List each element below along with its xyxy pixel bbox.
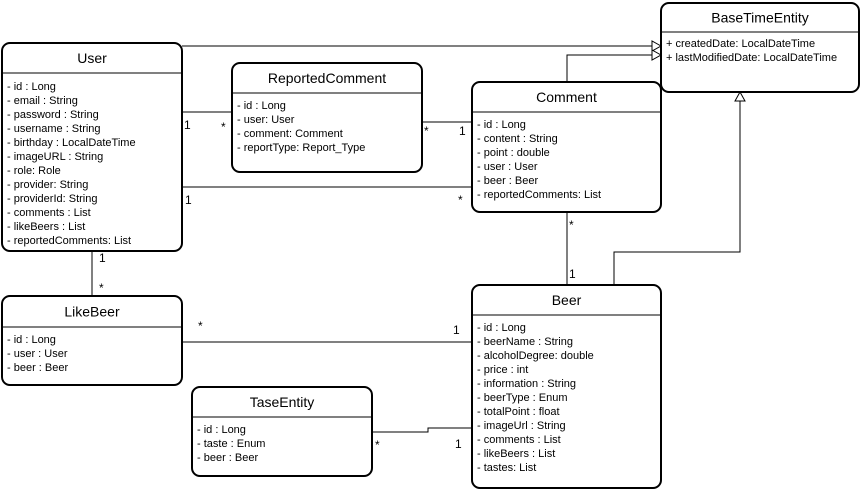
class-attribute: - comments : List <box>477 434 561 446</box>
class-attribute: - birthday : LocalDateTime <box>7 137 136 149</box>
class-attribute: - comments : List <box>7 207 91 219</box>
class-attribute: - user: User <box>237 114 295 126</box>
beer-inherits-base-edge <box>613 101 741 285</box>
taseentity-beer-edge <box>372 427 472 433</box>
class-name: User <box>77 50 107 66</box>
mult-likebeer-beer-one: 1 <box>453 323 460 337</box>
class-attribute: - taste : Enum <box>197 438 265 450</box>
class-attribute: - comment: Comment <box>237 128 343 140</box>
mult-user-reported-one: 1 <box>184 118 191 132</box>
class-attribute: - username : String <box>7 123 101 135</box>
class-attribute: - imageURL : String <box>7 151 103 163</box>
class-attribute: - provider: String <box>7 179 88 191</box>
class-taseentity[interactable]: TaseEntity - id : Long - taste : Enum - bee… <box>191 386 373 477</box>
mult-tase-beer-one: 1 <box>455 437 462 451</box>
class-attribute: - user : User <box>7 348 68 360</box>
mult-user-reported-many: * <box>221 120 226 134</box>
class-attribute: - role: Role <box>7 165 61 177</box>
beer-inherits-arrowhead <box>734 90 746 102</box>
class-box-outline <box>1 295 183 386</box>
mult-user-likebeer-many: * <box>99 281 104 295</box>
class-name: TaseEntity <box>250 394 315 410</box>
class-attribute: - likeBeers : List <box>477 448 555 460</box>
comment-inherits-base-edge <box>566 54 652 82</box>
class-attribute: - id : Long <box>477 119 526 131</box>
class-name: Beer <box>552 292 582 308</box>
class-attribute: - reportedComments: List <box>477 189 601 201</box>
class-likebeer[interactable]: LikeBeer - id : Long - user : User - beer :… <box>1 295 183 386</box>
class-box-outline <box>471 81 662 213</box>
class-attribute: - beer : Beer <box>197 452 258 464</box>
class-attribute: - providerId: String <box>7 193 97 205</box>
class-attribute: - totalPoint : float <box>477 406 560 418</box>
class-name: BaseTimeEntity <box>711 10 809 26</box>
class-attribute: - alcoholDegree: double <box>477 350 594 362</box>
class-attribute: - id : Long <box>7 334 56 346</box>
mult-reported-comment-many: * <box>424 124 429 138</box>
class-attribute: - tastes: List <box>477 462 536 474</box>
class-attribute: - likeBeers : List <box>7 221 85 233</box>
class-attribute: - reportedComments: List <box>7 235 131 247</box>
mult-reported-comment-one: 1 <box>459 124 466 138</box>
edges <box>91 40 746 433</box>
class-box-outline <box>231 62 423 173</box>
class-attribute: - reportType: Report_Type <box>237 142 365 154</box>
class-attribute: - beerName : String <box>477 336 573 348</box>
class-name: Comment <box>536 89 597 105</box>
class-attribute: - id : Long <box>477 322 526 334</box>
mult-tase-beer-many: * <box>375 438 380 452</box>
class-reportedcomment[interactable]: ReportedComment - id : Long - user: User - … <box>231 62 423 173</box>
class-attribute: - email : String <box>7 95 78 107</box>
class-attribute: - id : Long <box>7 81 56 93</box>
class-attribute: - beerType : Enum <box>477 392 568 404</box>
class-box-outline <box>1 42 183 252</box>
class-box-outline <box>191 386 373 477</box>
user-inherits-arrowhead <box>651 40 663 52</box>
class-attribute: - price : int <box>477 364 528 376</box>
comment-inherits-arrowhead <box>651 49 663 61</box>
mult-comment-beer-many: * <box>569 218 574 232</box>
class-box-outline <box>660 2 860 93</box>
mult-comment-beer-one: 1 <box>569 267 576 281</box>
class-basetimeentity[interactable]: BaseTimeEntity + createdDate: LocalDateTi… <box>660 2 860 93</box>
class-attribute: - id : Long <box>197 424 246 436</box>
multiplicities: 1 * * 1 1 * 1 * * 1 * 1 * 1 <box>99 118 576 452</box>
class-attribute: - content : String <box>477 133 558 145</box>
mult-user-comment-many: * <box>458 193 463 207</box>
class-attribute: + lastModifiedDate: LocalDateTime <box>666 52 837 64</box>
class-attribute: + createdDate: LocalDateTime <box>666 38 815 50</box>
class-attribute: - password : String <box>7 109 99 121</box>
class-comment[interactable]: Comment - id : Long - content : String - po… <box>471 81 662 213</box>
class-name: ReportedComment <box>268 70 386 86</box>
class-attribute: - id : Long <box>237 100 286 112</box>
mult-user-likebeer-one: 1 <box>99 251 106 265</box>
class-attribute: - user : User <box>477 161 538 173</box>
class-attribute: - beer : Beer <box>7 362 68 374</box>
class-box-outline <box>471 284 662 489</box>
mult-likebeer-beer-many: * <box>198 319 203 333</box>
class-user[interactable]: User - id : Long - email : String - passwor… <box>1 42 183 252</box>
class-attribute: - beer : Beer <box>477 175 538 187</box>
class-attribute: - imageUrl : String <box>477 420 566 432</box>
class-attribute: - information : String <box>477 378 576 390</box>
mult-user-comment-one: 1 <box>185 193 192 207</box>
class-beer[interactable]: Beer - id : Long - beerName : String - alco… <box>471 284 662 489</box>
class-name: LikeBeer <box>64 304 120 320</box>
class-attribute: - point : double <box>477 147 550 159</box>
